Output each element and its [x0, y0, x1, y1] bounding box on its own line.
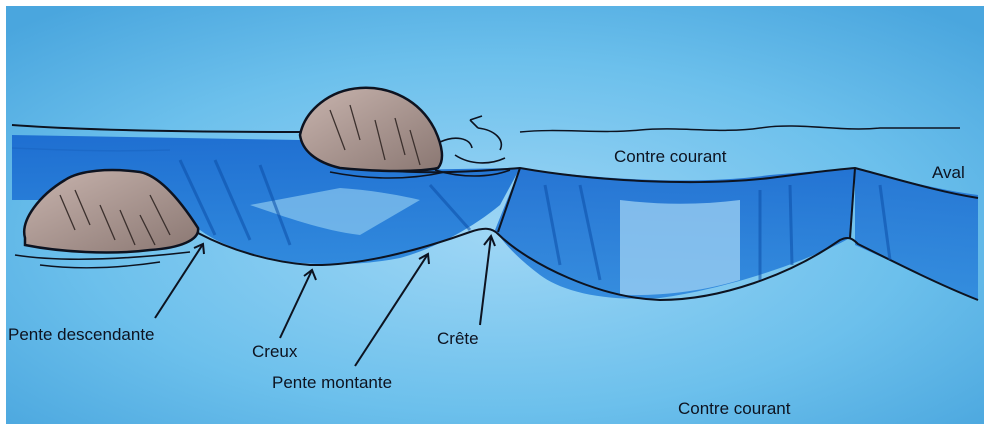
label-contre-courant-bas: Contre courant	[678, 400, 790, 417]
label-aval: Aval	[932, 164, 965, 181]
label-pente-montante: Pente montante	[272, 374, 392, 391]
label-pente-descendante: Pente descendante	[8, 326, 155, 343]
label-contre-courant-haut: Contre courant	[614, 148, 726, 165]
label-crete: Crête	[437, 330, 479, 347]
water-middle-light	[620, 200, 740, 295]
label-creux: Creux	[252, 343, 297, 360]
